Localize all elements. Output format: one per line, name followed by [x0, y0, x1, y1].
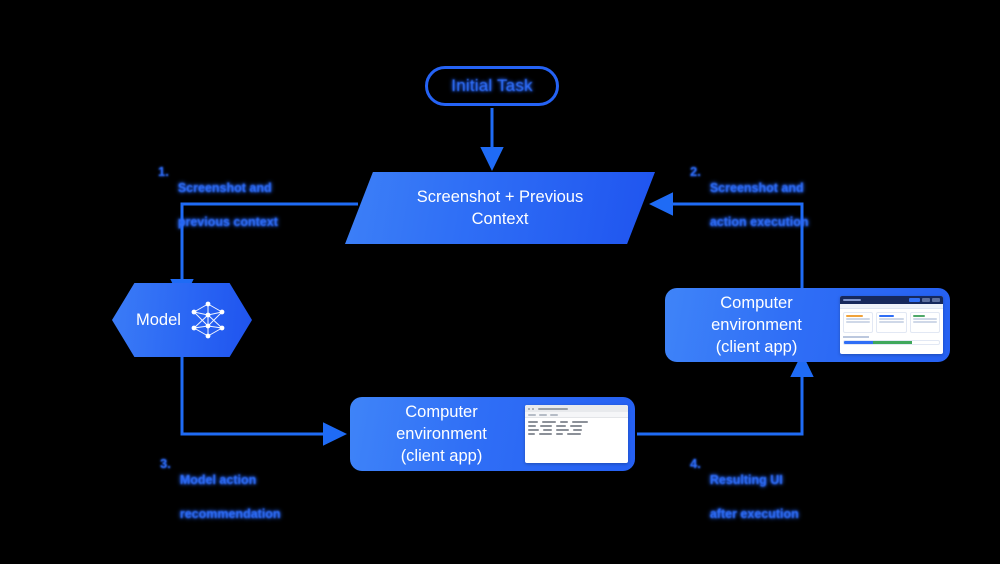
environment-right-label: Computer environment (client app)	[673, 292, 840, 359]
connector-context-to-model	[170, 202, 358, 303]
model-label: Model	[136, 310, 181, 329]
step-label-2: 2. Screenshot and action execution	[690, 163, 808, 231]
step-1-number: 1.	[158, 164, 169, 179]
environment-right-line1: Computer environment	[711, 293, 802, 334]
thumbnail-window-titlebar	[525, 405, 628, 412]
step-4-line1: Resulting UI	[709, 472, 783, 487]
connector-right-env-to-context	[649, 192, 804, 294]
thumbnail-header-bar	[840, 296, 943, 304]
thumbnail-card-row	[840, 309, 943, 336]
step-2-line2: action execution	[709, 214, 809, 229]
step-label-1: 1. Screenshot and previous context	[158, 163, 278, 231]
step-3-line1: Model action	[179, 472, 257, 487]
screenshot-context-line1: Screenshot + Previous	[416, 187, 584, 206]
environment-bottom-label: Computer environment (client app)	[358, 401, 525, 468]
thumbnail-card	[909, 312, 940, 333]
step-4-text: Resulting UI after execution	[710, 455, 799, 523]
thumbnail-subheader	[840, 304, 943, 309]
environment-right-line2: (client app)	[715, 338, 798, 357]
model-node: Model	[112, 283, 252, 357]
screenshot-context-node: Screenshot + Previous Context	[345, 172, 655, 244]
neural-network-icon	[191, 301, 225, 339]
thumbnail-progress-section	[840, 336, 943, 345]
environment-right-node: Computer environment (client app)	[665, 288, 950, 362]
step-label-4: 4. Resulting UI after execution	[690, 455, 799, 523]
thumbnail-data-grid	[525, 418, 628, 440]
step-2-text: Screenshot and action execution	[710, 163, 809, 231]
step-3-line2: recommendation	[179, 506, 281, 521]
step-label-3: 3. Model action recommendation	[160, 455, 281, 523]
step-1-text: Screenshot and previous context	[178, 163, 278, 231]
thumbnail-secondary-chip	[922, 298, 930, 302]
step-2-line1: Screenshot and	[709, 180, 804, 195]
thumbnail-card	[843, 312, 874, 333]
step-1-line1: Screenshot and	[177, 180, 272, 195]
step-4-line2: after execution	[709, 506, 799, 521]
spreadsheet-screenshot-thumbnail	[525, 405, 628, 463]
step-3-number: 3.	[160, 456, 171, 471]
step-2-number: 2.	[690, 164, 701, 179]
thumbnail-header-actions	[909, 298, 940, 302]
initial-task-label: Initial Task	[451, 76, 533, 95]
initial-task-node: Initial Task	[425, 66, 559, 106]
connector-bottom-env-to-right-env	[637, 353, 814, 436]
thumbnail-card	[876, 312, 907, 333]
environment-bottom-line1: Computer environment	[396, 402, 487, 443]
environment-bottom-node: Computer environment (client app)	[350, 397, 635, 471]
thumbnail-header-title	[843, 299, 861, 301]
environment-bottom-line2: (client app)	[400, 447, 483, 466]
screenshot-context-line2: Context	[471, 210, 529, 228]
thumbnail-toolbar	[525, 412, 628, 418]
step-3-text: Model action recommendation	[180, 455, 281, 523]
step-1-line2: previous context	[177, 214, 278, 229]
thumbnail-progress-bar	[843, 339, 940, 345]
dashboard-screenshot-thumbnail	[840, 296, 943, 354]
thumbnail-tertiary-chip	[932, 298, 940, 302]
step-4-number: 4.	[690, 456, 701, 471]
connector-model-to-bottom-env	[180, 341, 347, 446]
thumbnail-primary-chip	[909, 298, 920, 302]
screenshot-context-label: Screenshot + Previous Context	[417, 186, 583, 231]
